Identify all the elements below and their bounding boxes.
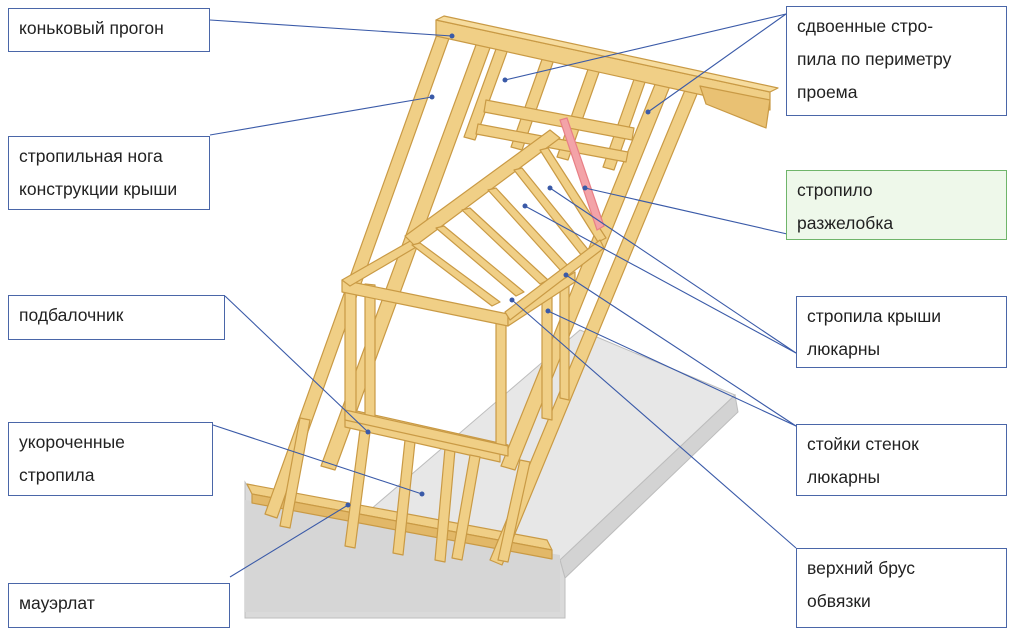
dormer-post-5 bbox=[559, 275, 570, 401]
label-text: верхний брус обвязки bbox=[807, 558, 916, 611]
label-text: подбалочник bbox=[19, 305, 124, 325]
dormer-gable-ridge bbox=[404, 129, 561, 247]
dormer-post-3 bbox=[495, 315, 507, 453]
valley-rafter-bar bbox=[559, 117, 605, 231]
label-short-rafters: укороченные стропила bbox=[8, 422, 213, 496]
label-trimmer-beam: подбалочник bbox=[8, 295, 225, 340]
dormer-sill bbox=[344, 409, 509, 457]
label-text: стропила крыши люкарны bbox=[807, 306, 942, 359]
lower-rafter-right-1 bbox=[497, 459, 531, 563]
label-ridge-beam: коньковый прогон bbox=[8, 8, 210, 52]
short-rafter-1 bbox=[279, 417, 311, 529]
label-text: стойки стенок люкарны bbox=[807, 434, 919, 487]
label-text: мауэрлат bbox=[19, 593, 95, 613]
leader-dots bbox=[345, 33, 651, 508]
dormer-eave bbox=[504, 239, 605, 321]
label-doubled-rafters: сдвоенные стро- пила по периметру проема bbox=[786, 6, 1007, 116]
dormer-post-2 bbox=[364, 283, 376, 421]
label-valley-rafter: стропило разжелобка bbox=[786, 170, 1007, 240]
label-roof-rafter: стропильная нога конструкции крыши bbox=[8, 136, 210, 210]
dormer-rafter-3 bbox=[461, 207, 549, 285]
dormer-rafter-1 bbox=[411, 242, 501, 307]
label-dormer-rafters: стропила крыши люкарны bbox=[796, 296, 1007, 368]
dormer-rafter-6 bbox=[539, 147, 607, 243]
label-dormer-studs: стойки стенок люкарны bbox=[796, 424, 1007, 496]
label-text: коньковый прогон bbox=[19, 18, 164, 38]
label-text: стропило разжелобка bbox=[797, 180, 894, 233]
label-text: стропильная нога конструкции крыши bbox=[19, 146, 178, 199]
dormer-left-post bbox=[344, 279, 357, 419]
dormer-rafter-2 bbox=[435, 225, 525, 297]
timber-frame bbox=[246, 15, 779, 566]
label-top-plate: верхний брус обвязки bbox=[796, 548, 1007, 628]
label-text: сдвоенные стро- пила по периметру проема bbox=[797, 16, 952, 102]
upper-header bbox=[483, 99, 635, 141]
label-wall-plate: мауэрлат bbox=[8, 583, 230, 628]
leader-lines bbox=[209, 13, 797, 578]
lower-rafter-right-2 bbox=[451, 454, 481, 561]
dormer-rafter-4 bbox=[487, 187, 571, 273]
ridge-beam-top bbox=[435, 15, 779, 93]
label-text: укороченные стропила bbox=[19, 432, 125, 485]
